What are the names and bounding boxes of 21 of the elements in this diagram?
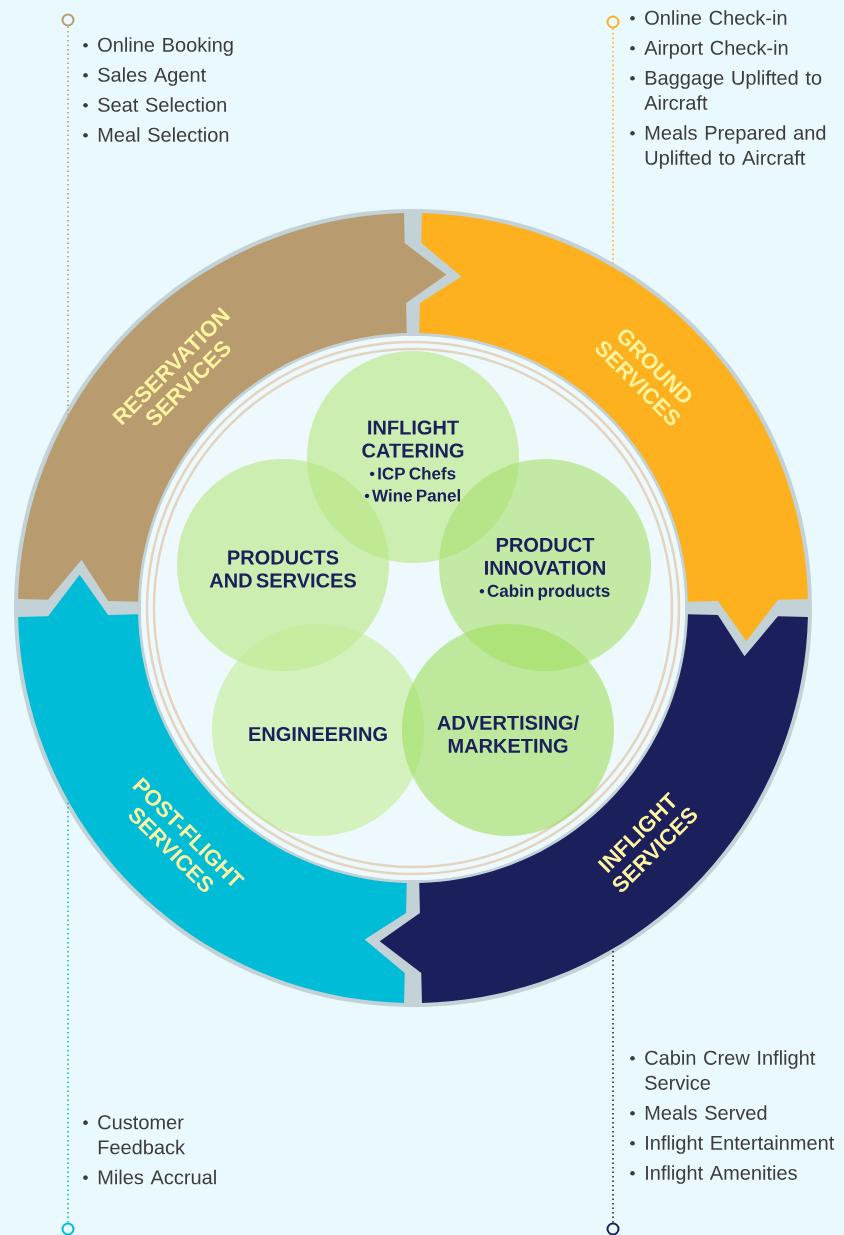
node-label: Miles Accrual bbox=[98, 1169, 216, 1185]
leader-line bbox=[612, 27, 614, 269]
node-label: Online Booking bbox=[98, 37, 233, 56]
node-label: Sales Agent bbox=[98, 67, 206, 86]
node-label: Baggage Uplifted to Aircraft bbox=[644, 70, 822, 110]
leader-line bbox=[67, 799, 69, 1224]
node-label: Meals Served bbox=[645, 1105, 767, 1120]
bullet-list: Online Booking Sales Agent Seat Selection Meal Selection bbox=[83, 37, 233, 142]
node-label: Inflight Entertainment bbox=[646, 1135, 835, 1154]
bullet-list: Cabin Crew Inflight Service Meals Served Inflight Entertainment Inflight Amenities bbox=[630, 1050, 835, 1184]
node-label: Inflight Amenities bbox=[646, 1165, 797, 1184]
node-label: Online Check-in bbox=[645, 10, 787, 25]
node-label: Seat Selection bbox=[98, 97, 226, 112]
bullet-list: Online Check-in Airport Check-in Baggage Uplifted to Aircraft Meals Prepared and Uplifted to Aircraft bbox=[630, 10, 826, 169]
leader-line bbox=[67, 25, 69, 417]
bullet-list: Customer Feedback Miles Accrual bbox=[83, 1115, 216, 1185]
node-label: Airport Check-in bbox=[644, 40, 788, 59]
node-label: Cabin Crew Inflight Service bbox=[645, 1050, 816, 1090]
node-label: Meal Selection bbox=[98, 127, 229, 142]
node-label: Customer Feedback bbox=[98, 1115, 186, 1155]
node-label: Meals Prepared and Uplifted to Aircraft bbox=[645, 125, 826, 169]
